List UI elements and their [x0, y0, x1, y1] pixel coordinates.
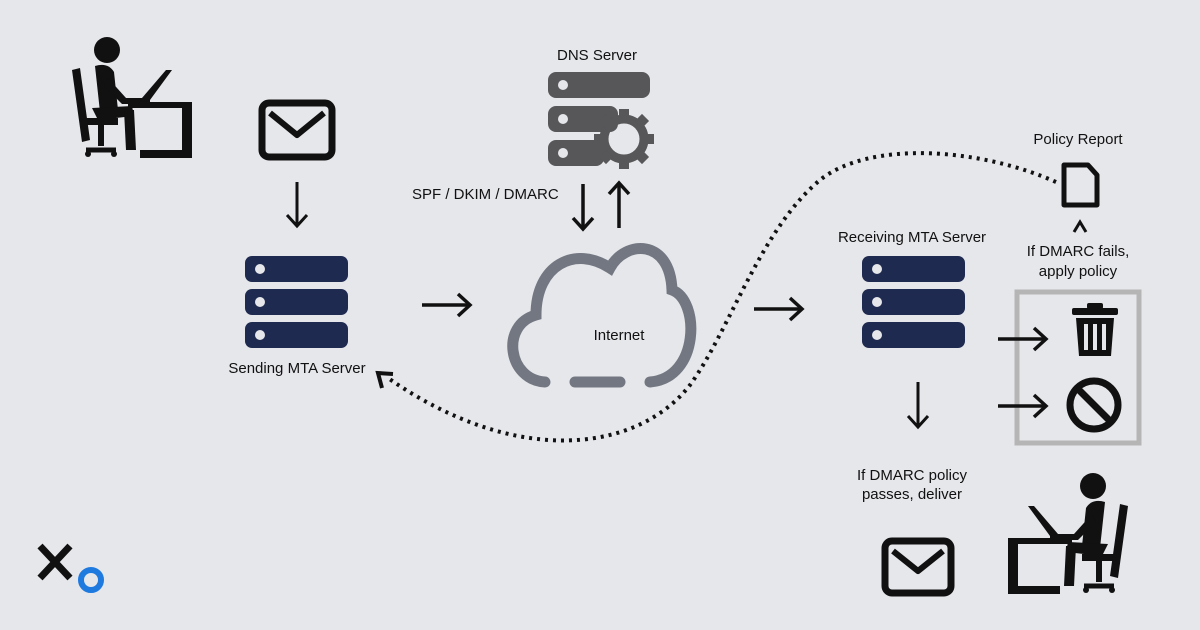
policy-report-label: Policy Report — [1033, 131, 1123, 148]
dmarc-passes-label-line1: If DMARC policy — [856, 467, 968, 484]
sending-server-icon — [245, 256, 348, 348]
block-icon — [1066, 377, 1122, 433]
feedback-arrowhead — [375, 370, 394, 389]
sending-mta-label: Sending MTA Server — [228, 360, 366, 377]
dmarc-passes-label-line2: passes, deliver — [861, 486, 963, 503]
arrow-down-to-deliver — [906, 382, 930, 430]
internet-cloud-icon — [507, 243, 697, 388]
dns-server-label: DNS Server — [556, 47, 638, 64]
gear-icon — [594, 109, 654, 169]
outgoing-mail-icon — [258, 99, 336, 161]
dns-server-icon — [548, 72, 650, 166]
delivered-mail-icon — [881, 537, 955, 597]
report-feedback-path — [386, 151, 1057, 443]
report-up-arrow — [1072, 219, 1088, 233]
receiving-mta-label: Receiving MTA Server — [837, 229, 987, 246]
arrow-down-to-sending-server — [285, 182, 309, 229]
dmarc-fails-label-line2: apply policy — [1038, 263, 1118, 280]
receiving-server-icon — [862, 256, 965, 348]
xo-logo — [37, 543, 104, 593]
dns-query-arrows — [571, 180, 631, 232]
internet-label: Internet — [593, 327, 645, 344]
arrow-to-trash — [998, 326, 1049, 352]
sender-person-icon — [72, 37, 192, 158]
arrow-to-block — [998, 393, 1049, 419]
spf-dkim-dmarc-label: SPF / DKIM / DMARC — [412, 186, 559, 203]
policy-report-icon — [1061, 162, 1100, 208]
dmarc-fails-label-line1: If DMARC fails, — [1026, 243, 1130, 260]
policy-actions-box — [1014, 289, 1142, 446]
trash-icon — [1072, 303, 1118, 356]
recipient-person-icon — [1008, 473, 1128, 594]
arrow-to-internet — [422, 292, 473, 318]
arrow-to-receiving-server — [754, 296, 805, 322]
